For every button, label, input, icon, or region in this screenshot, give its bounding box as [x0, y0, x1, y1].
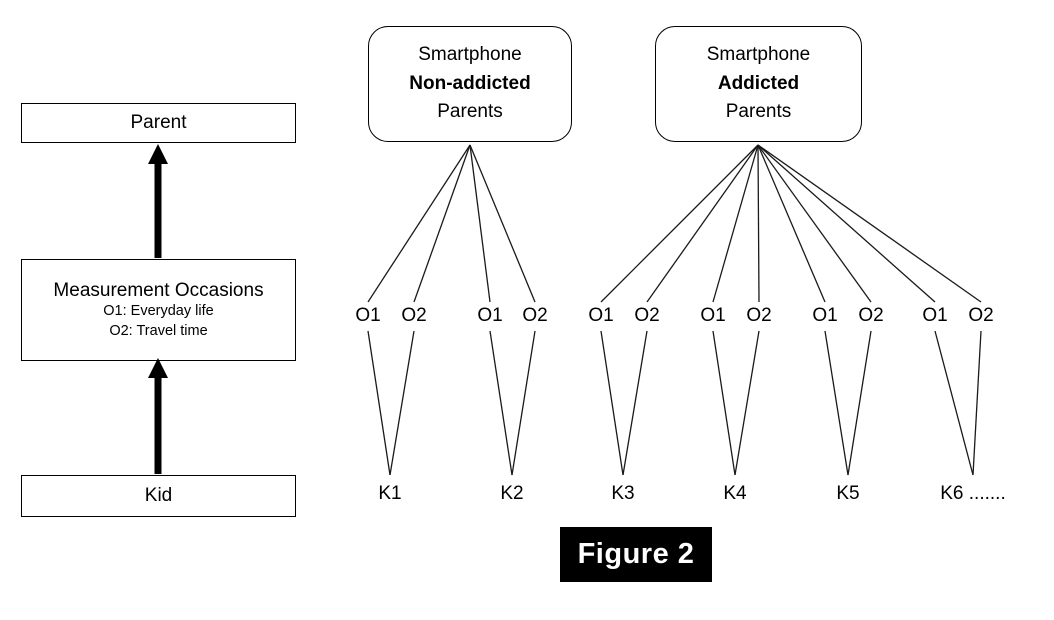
kid-label-K4: K4: [723, 483, 747, 504]
kid-label-K2: K2: [500, 483, 524, 504]
kid-label-K5: K5: [836, 483, 860, 504]
fan-line-addicted-K3-O1: [600, 144, 759, 303]
group-box-addicted-line3: Parents: [725, 101, 792, 123]
occasion-label-K4-O1: O1: [700, 305, 726, 326]
group-box-addicted-line1: Smartphone: [706, 43, 811, 65]
v-line-K3-O1: [600, 330, 624, 476]
occasion-label-K2-O1: O1: [477, 305, 503, 326]
occasion-label-K6-O1: O1: [922, 305, 948, 326]
fan-line-addicted-K6-O1: [757, 144, 936, 303]
level-box-kid-title: Kid: [144, 485, 173, 507]
level-box-parent-title: Parent: [130, 112, 187, 134]
v-line-K4-O1: [712, 330, 736, 476]
fan-line-non-addicted-K2-O2: [469, 144, 536, 303]
fan-line-addicted-K3-O2: [646, 144, 759, 303]
level-box-measurement-occasions: Measurement Occasions O1: Everyday life …: [21, 259, 296, 361]
v-line-K4-O2: [734, 330, 760, 476]
occasion-label-K6-O2: O2: [968, 305, 994, 326]
fan-line-non-addicted-K2-O1: [469, 144, 491, 303]
group-box-non-addicted-line1: Smartphone: [418, 43, 522, 65]
v-line-K2-O2: [511, 330, 536, 476]
group-box-addicted-line2: Addicted: [717, 72, 800, 94]
level-box-kid: Kid: [21, 475, 296, 517]
level-box-measurement-sub-o1: O1: Everyday life: [103, 303, 214, 320]
group-box-addicted-parents: Smartphone Addicted Parents: [655, 26, 862, 142]
figure-caption-chip: Figure 2: [560, 527, 712, 582]
occasion-label-K1-O1: O1: [355, 305, 381, 326]
v-line-K6-O2: [972, 330, 982, 476]
v-line-K1-O2: [389, 330, 415, 476]
occasion-label-K2-O2: O2: [522, 305, 548, 326]
tree-connectors: [367, 144, 982, 476]
kid-label-K6: K6 .......: [940, 483, 1006, 504]
v-line-K5-O2: [847, 330, 872, 476]
occasion-label-K3-O1: O1: [588, 305, 614, 326]
group-box-non-addicted-line3: Parents: [437, 101, 503, 123]
v-line-K1-O1: [367, 330, 391, 476]
v-line-K2-O1: [489, 330, 513, 476]
fan-line-addicted-K5-O1: [757, 144, 826, 303]
v-line-K6-O1: [934, 330, 974, 476]
fan-line-addicted-K4-O2: [757, 144, 760, 303]
occasion-label-K1-O2: O2: [401, 305, 427, 326]
group-box-non-addicted-line2: Non-addicted: [409, 72, 531, 94]
occasion-label-K5-O2: O2: [858, 305, 884, 326]
v-line-K5-O1: [824, 330, 849, 476]
v-line-K3-O2: [622, 330, 648, 476]
fan-line-non-addicted-K1-O1: [367, 144, 471, 303]
figure-caption-text: Figure 2: [577, 538, 695, 570]
fan-line-non-addicted-K1-O2: [413, 144, 471, 303]
kid-label-K3: K3: [611, 483, 635, 504]
occasion-label-K5-O1: O1: [812, 305, 838, 326]
level-box-measurement-title: Measurement Occasions: [53, 279, 264, 301]
group-box-non-addicted-parents: Smartphone Non-addicted Parents: [368, 26, 572, 142]
level-box-measurement-sub-o2: O2: Travel time: [109, 322, 208, 339]
fan-line-addicted-K6-O2: [757, 144, 982, 303]
level-box-parent: Parent: [21, 103, 296, 143]
occasion-label-K3-O2: O2: [634, 305, 660, 326]
fan-line-addicted-K5-O2: [757, 144, 872, 303]
fan-line-addicted-K4-O1: [712, 144, 759, 303]
kid-label-K1: K1: [378, 483, 402, 504]
occasion-label-K4-O2: O2: [746, 305, 772, 326]
